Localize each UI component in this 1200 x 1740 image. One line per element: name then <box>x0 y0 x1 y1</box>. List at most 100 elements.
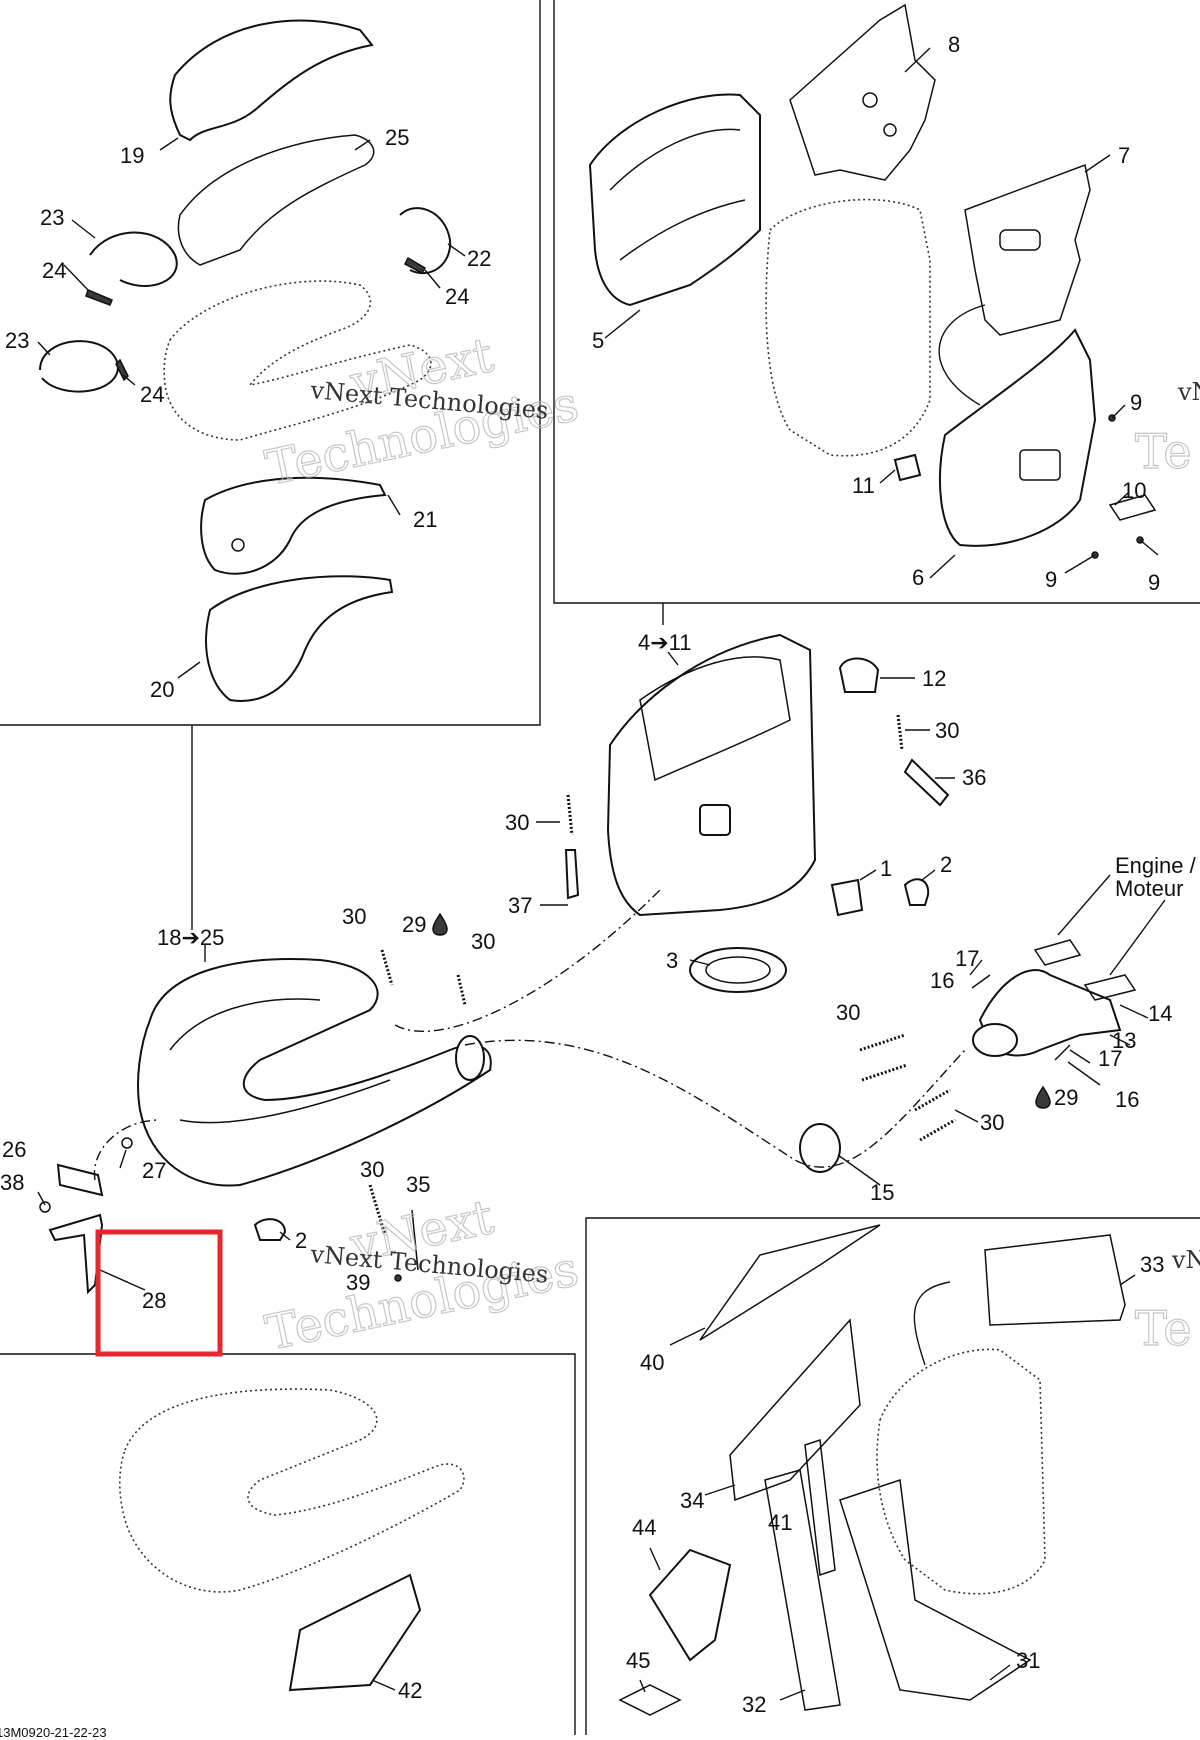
callout-30-lower: 30 <box>360 1157 384 1182</box>
leader-21 <box>387 494 401 516</box>
callout-22: 22 <box>467 246 491 271</box>
muffler-4-panel <box>639 656 791 782</box>
leader-40 <box>669 1327 706 1346</box>
leader-8 <box>904 47 931 73</box>
leader-24b <box>122 374 136 386</box>
callout-21: 21 <box>413 507 437 532</box>
heat-shield-21 <box>200 476 387 575</box>
engine-arrow-a <box>1057 874 1111 936</box>
diagram-footer-code: 13M0920-21-22-23 <box>0 1725 107 1740</box>
muffler-housing-dotted <box>765 198 931 457</box>
muffler-cover-6 <box>939 328 1097 547</box>
callout-9-bottom: 9 <box>1045 567 1057 592</box>
callout-28: 28 <box>142 1288 166 1313</box>
bracket-36 <box>903 758 950 807</box>
leader-9b <box>1064 554 1096 574</box>
callout-33: 33 <box>1140 1252 1164 1277</box>
engine-label-line2: Moteur <box>1115 876 1183 901</box>
pipe-inlet-ring <box>455 1035 485 1081</box>
highlight-box-part-28[interactable] <box>95 1229 223 1357</box>
callout-13: 13 <box>1112 1028 1136 1053</box>
callout-31: 31 <box>1016 1648 1040 1673</box>
callout-32: 32 <box>742 1692 766 1717</box>
callout-35: 35 <box>406 1172 430 1197</box>
leader-23a <box>71 219 96 239</box>
engine-arrow-b <box>1109 899 1166 976</box>
callout-30-pipe-a: 30 <box>342 904 366 929</box>
spring-30-right-b <box>861 1063 908 1082</box>
spring-30-left <box>566 794 574 836</box>
leader-lines <box>37 47 1159 1701</box>
gasket-8 <box>789 3 936 181</box>
bracket-44 <box>648 1548 732 1662</box>
watermark-edge-right-bottom: vN <box>1171 1246 1200 1274</box>
callout-24-lower: 24 <box>140 382 164 407</box>
callout-39: 39 <box>346 1270 370 1295</box>
callout-30-top: 30 <box>935 718 959 743</box>
assembly-arrow-bottom <box>913 1281 951 1366</box>
leader-28 <box>99 1269 146 1291</box>
callout-42: 42 <box>398 1678 422 1703</box>
callout-30-left: 30 <box>505 810 529 835</box>
leader-9c <box>1139 539 1159 556</box>
callout-18-to-25: 18➔25 <box>157 925 224 950</box>
gasket-8-hole-b <box>883 123 897 137</box>
callout-29-pipe: 29 <box>402 912 426 937</box>
callout-30-right-top: 30 <box>836 1000 860 1025</box>
clamp-23-upper <box>89 231 178 287</box>
spring-30-lower <box>368 1184 387 1236</box>
callout-16-right: 16 <box>1115 1087 1139 1112</box>
leader-13 <box>1109 1034 1131 1046</box>
shield-31 <box>839 1478 1032 1701</box>
heat-shield-19 <box>169 19 374 142</box>
callout-17-right: 17 <box>1098 1046 1122 1071</box>
exhaust-pipe-18 <box>137 958 492 1187</box>
leader-22 <box>447 243 466 257</box>
callout-2-lower: 2 <box>295 1228 307 1253</box>
pad-45 <box>618 1684 682 1716</box>
muffler-4-bracket <box>699 804 731 836</box>
clip-24-c <box>404 256 427 274</box>
leader-6 <box>929 554 956 579</box>
leader-2-lower <box>279 1231 291 1241</box>
callout-36: 36 <box>962 765 986 790</box>
callout-45: 45 <box>626 1648 650 1673</box>
callout-9-right: 9 <box>1148 570 1160 595</box>
gasket-14 <box>1083 974 1137 1001</box>
leader-16b <box>1067 1061 1101 1086</box>
leader-38 <box>37 1191 46 1206</box>
shield-pipe-outline-top <box>163 280 432 441</box>
shield-21-hole <box>231 538 245 552</box>
pipe-shield-group <box>119 1388 465 1692</box>
callout-17-left: 17 <box>955 946 979 971</box>
leader-7 <box>1084 154 1111 173</box>
callout-37: 37 <box>508 893 532 918</box>
muffler-cover-group <box>588 3 1157 559</box>
callout-40: 40 <box>640 1350 664 1375</box>
callout-19: 19 <box>120 143 144 168</box>
watermark-edge-right-top: vN <box>1177 378 1200 406</box>
leader-17a <box>969 959 983 976</box>
leader-23b <box>37 341 51 356</box>
callout-4-to-11: 4➔11 <box>638 630 692 655</box>
clamp-22 <box>399 207 452 275</box>
insulation-group <box>618 1224 1126 1716</box>
routing-line-upper <box>394 889 661 1032</box>
callout-29-manifold: 29 <box>1054 1085 1078 1110</box>
leader-42 <box>371 1679 396 1691</box>
bracket-35 <box>411 1209 419 1271</box>
droplet-icon-29-pipe <box>432 912 448 936</box>
muffler-dotted-bottom <box>876 1348 1046 1595</box>
callout-24-right: 24 <box>445 284 469 309</box>
callout-7: 7 <box>1118 143 1130 168</box>
leader-5 <box>604 309 641 339</box>
frame-top-right <box>553 0 1200 604</box>
callout-38: 38 <box>0 1170 24 1195</box>
exhaust-pipe-18-seam <box>169 998 391 1124</box>
callout-30-right: 30 <box>980 1110 1004 1135</box>
callout-1: 1 <box>880 856 892 881</box>
bolt-16-b <box>1054 1044 1071 1061</box>
assembly-arrow-top <box>938 304 986 406</box>
leader-10 <box>1114 492 1129 506</box>
screw-38 <box>39 1201 51 1213</box>
